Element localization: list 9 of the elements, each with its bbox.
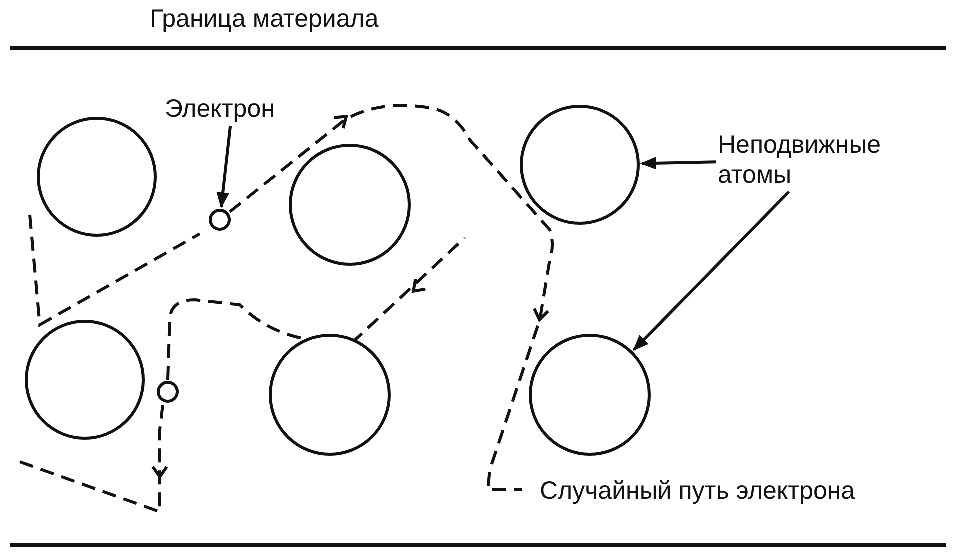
leader-arrow — [216, 126, 232, 209]
electron-circle — [157, 381, 179, 403]
leader-arrow — [633, 190, 790, 352]
electron-circle — [209, 209, 231, 231]
callout-label: Неподвижные атомы — [718, 130, 923, 190]
boundary-label: Граница материала — [150, 4, 379, 34]
path-label: Случайный путь электрона — [540, 476, 856, 506]
callout-label: Электрон — [165, 94, 300, 124]
leader-arrow — [640, 157, 716, 170]
